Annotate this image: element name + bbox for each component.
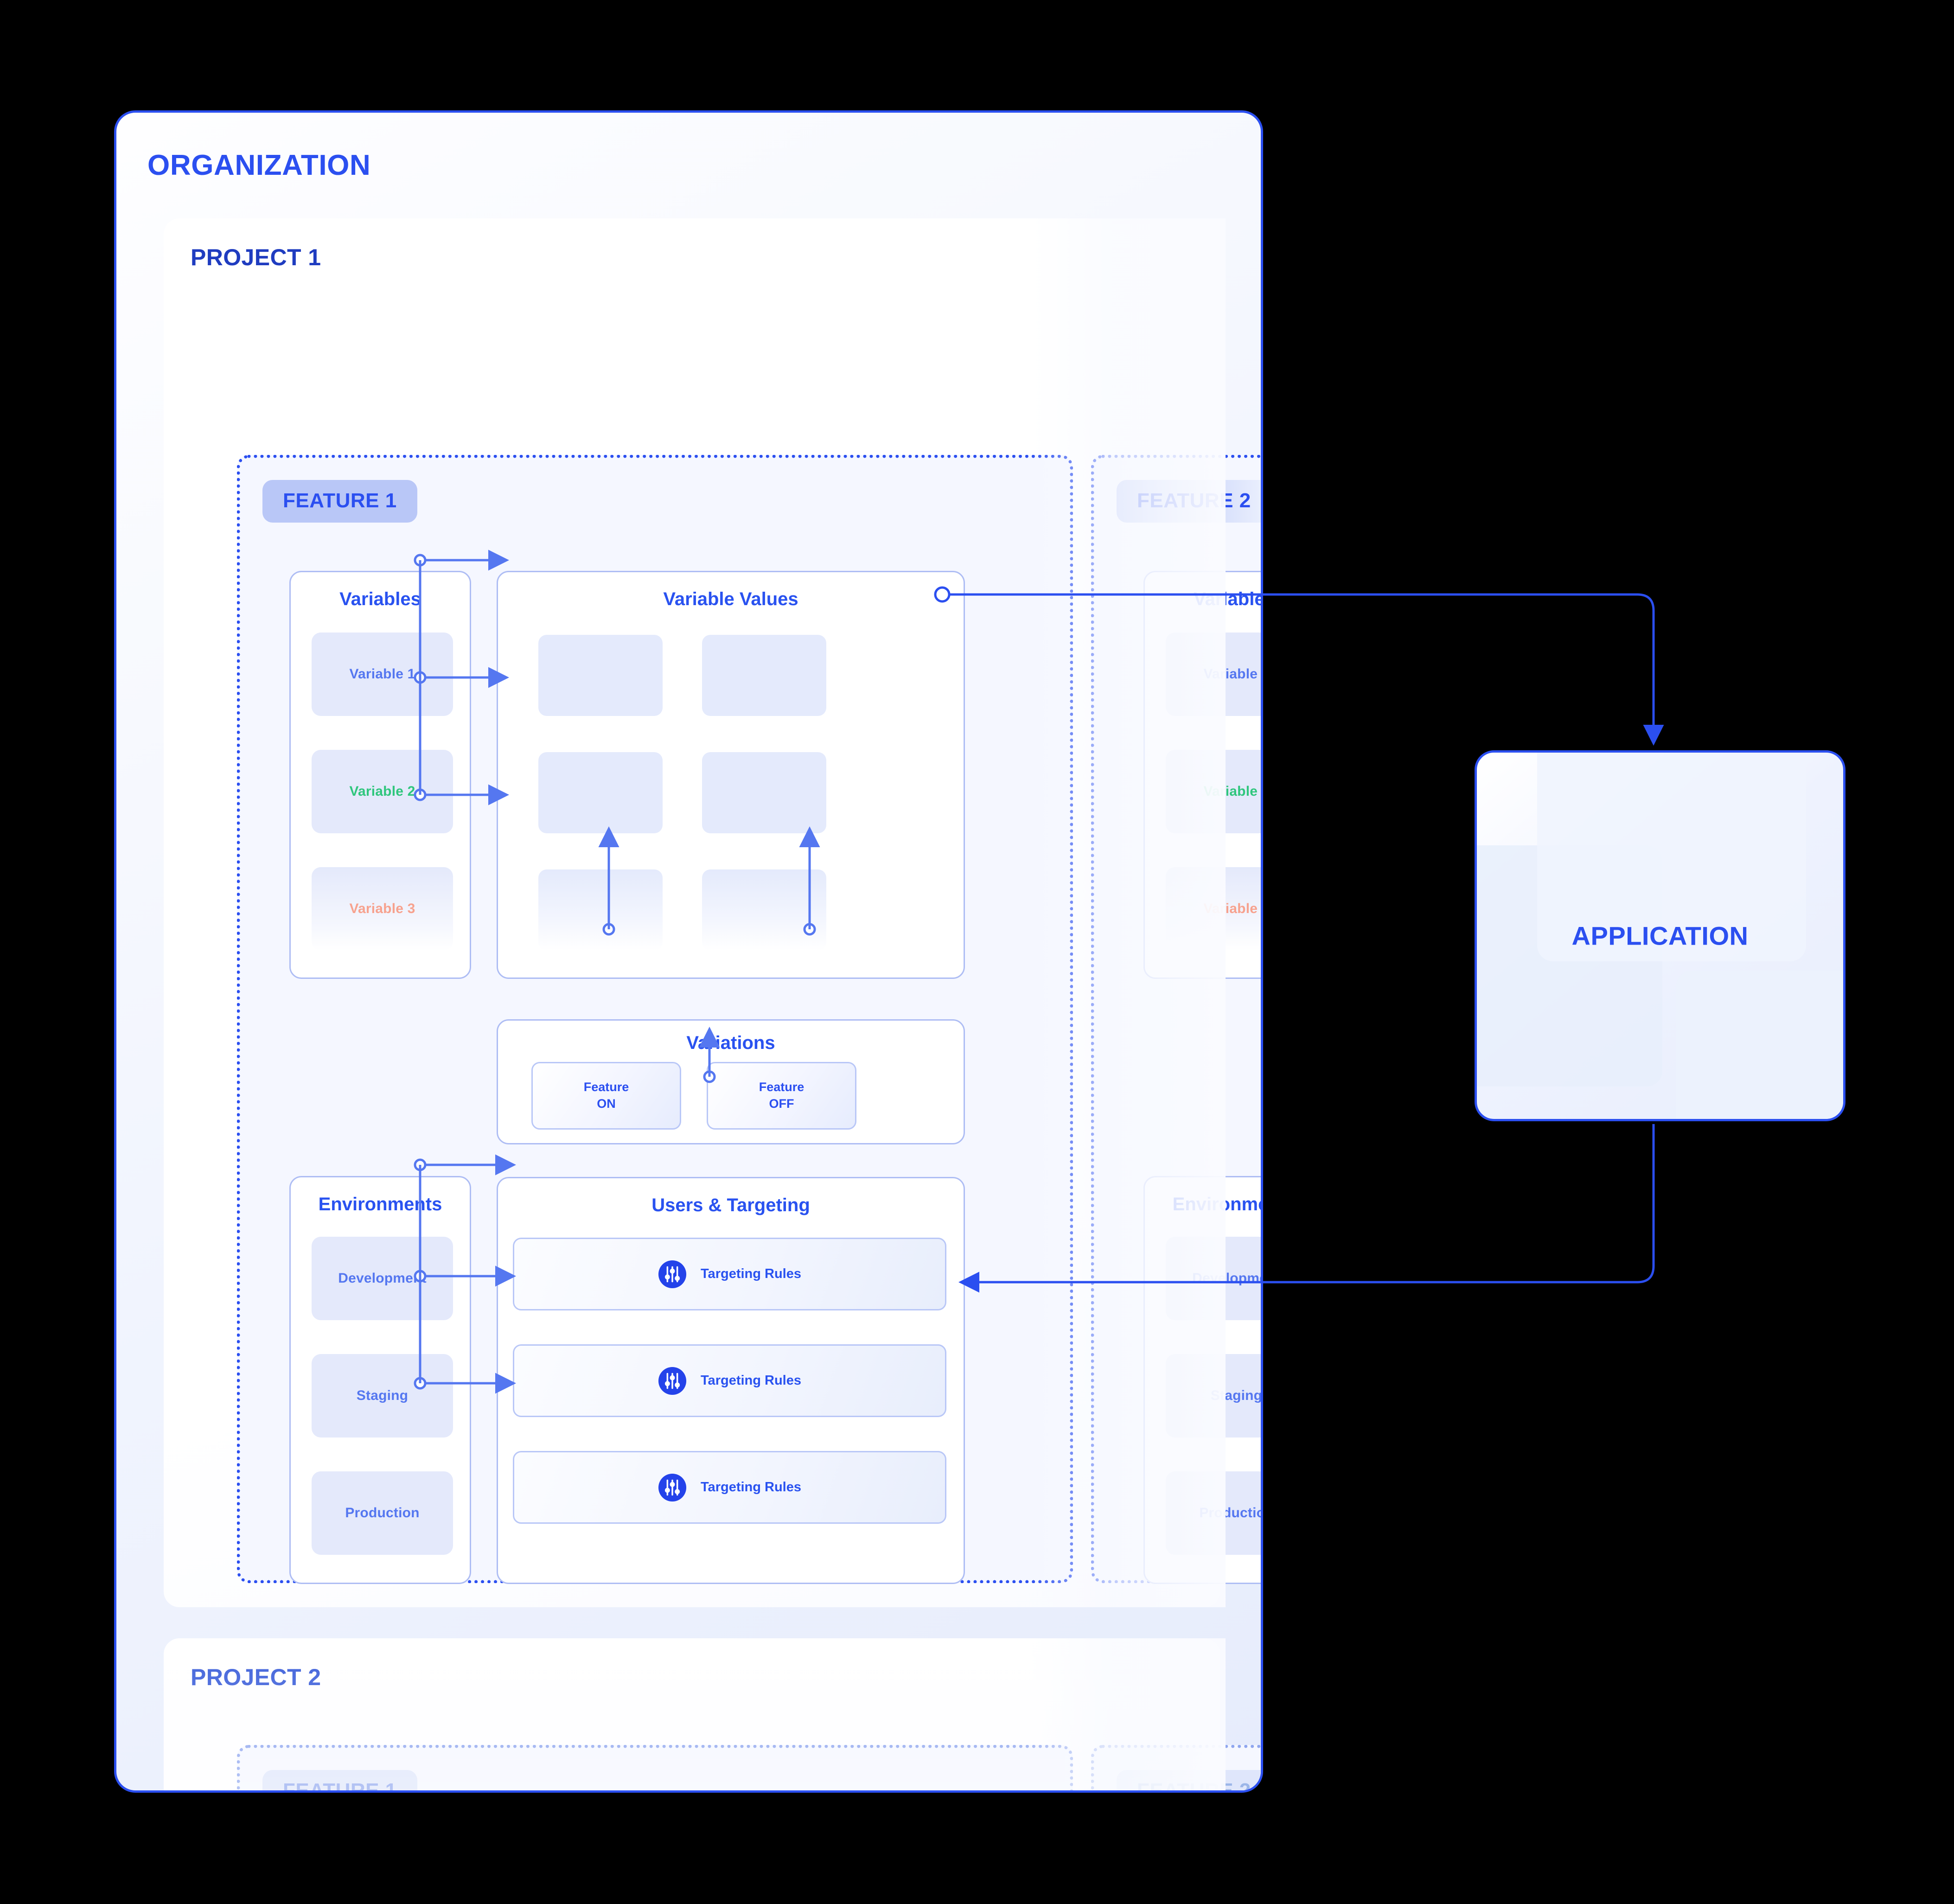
project-2-title: PROJECT 2: [191, 1664, 321, 1690]
project-2-feature-2-container: FEATURE 2: [1091, 1745, 1261, 1790]
environments-panel-title: Environments: [318, 1194, 442, 1214]
variable-chip-3[interactable]: Variable 3: [312, 867, 453, 951]
organization-title: ORGANIZATION: [147, 149, 371, 181]
variation-line-2: OFF: [769, 1097, 794, 1111]
variable-chip-2[interactable]: Variable 2: [1166, 750, 1261, 833]
project-2-feature-1-container: FEATURE 1: [237, 1745, 1073, 1790]
targeting-rules-row[interactable]: Targeting Rules: [513, 1344, 946, 1417]
application-title: APPLICATION: [1571, 921, 1749, 951]
variations-panel: Variations Feature ON Feature OFF: [497, 1019, 965, 1144]
targeting-rules-label: Targeting Rules: [701, 1266, 801, 1281]
variable-chip-1[interactable]: Variable 1: [1166, 633, 1261, 716]
variable-values-panel: Variable Values: [497, 571, 965, 979]
variation-line-1: Feature: [583, 1080, 629, 1094]
environments-panel: Environments Development Staging Product…: [289, 1176, 471, 1584]
variables-panel-title: Variables: [339, 589, 421, 609]
feature-1-container: FEATURE 1 Variables Variable 1 Variable …: [237, 455, 1073, 1584]
equalizer-icon: [658, 1473, 687, 1501]
environment-chip-development[interactable]: Development: [312, 1237, 453, 1320]
targeting-rules-row[interactable]: Targeting Rules: [513, 1451, 946, 1524]
variable-chip-1[interactable]: Variable 1: [312, 633, 453, 716]
project-2-feature-1-badge[interactable]: FEATURE 1: [262, 1770, 417, 1790]
project-1-title: PROJECT 1: [191, 244, 321, 270]
feature-2-badge[interactable]: FEATURE 2: [1117, 480, 1261, 523]
application-card: APPLICATION: [1475, 750, 1845, 1121]
variation-line-2: ON: [597, 1097, 616, 1111]
application-decoration-shape: [1676, 971, 1843, 1119]
variation-card-feature-on[interactable]: Feature ON: [531, 1062, 681, 1130]
application-decoration-shape: [1537, 753, 1806, 961]
variable-value-tile[interactable]: [538, 752, 663, 833]
variables-panel: Variables Variable 1 Variable 2 Variable…: [289, 571, 471, 979]
variable-value-tile[interactable]: [702, 869, 826, 951]
variable-value-tile[interactable]: [538, 635, 663, 716]
environments-panel: Environments Development Staging Product…: [1143, 1176, 1261, 1584]
variable-chip-3[interactable]: Variable 3: [1166, 867, 1261, 951]
environment-chip-staging[interactable]: Staging: [312, 1354, 453, 1438]
environment-chip-production[interactable]: Production: [1166, 1471, 1261, 1555]
variable-values-panel-title: Variable Values: [663, 589, 798, 609]
organization-container: ORGANIZATION PROJECT 1 FEATURE 1 Variabl…: [114, 110, 1263, 1793]
targeting-rules-label: Targeting Rules: [701, 1373, 801, 1388]
variables-panel: Variables Variable 1 Variable 2 Variable…: [1143, 571, 1261, 979]
targeting-rules-row[interactable]: Targeting Rules: [513, 1238, 946, 1310]
variation-card-feature-off[interactable]: Feature OFF: [707, 1062, 856, 1130]
variable-value-tile[interactable]: [538, 869, 663, 951]
variables-panel-title: Variables: [1194, 589, 1261, 609]
environment-chip-development[interactable]: Development: [1166, 1237, 1261, 1320]
feature-2-container: FEATURE 2 Variables Variable 1 Variable …: [1091, 455, 1261, 1584]
variable-chip-2[interactable]: Variable 2: [312, 750, 453, 833]
equalizer-icon: [658, 1260, 687, 1288]
feature-1-badge[interactable]: FEATURE 1: [262, 480, 417, 523]
project-1-card: PROJECT 1 FEATURE 1 Variables Variable 1…: [164, 218, 1261, 1607]
users-targeting-panel: Users & Targeting: [497, 1177, 965, 1584]
environment-chip-production[interactable]: Production: [312, 1471, 453, 1555]
project-2-card: PROJECT 2 FEATURE 1 FEATURE 2: [164, 1638, 1261, 1790]
variations-panel-title: Variations: [686, 1033, 775, 1053]
variable-value-tile[interactable]: [702, 635, 826, 716]
targeting-rules-label: Targeting Rules: [701, 1480, 801, 1495]
environment-chip-staging[interactable]: Staging: [1166, 1354, 1261, 1438]
users-targeting-panel-title: Users & Targeting: [651, 1195, 810, 1215]
equalizer-icon: [658, 1367, 687, 1395]
environments-panel-title: Environments: [1172, 1194, 1261, 1214]
project-2-feature-2-badge[interactable]: FEATURE 2: [1117, 1770, 1261, 1790]
variation-line-1: Feature: [759, 1080, 805, 1094]
variable-value-tile[interactable]: [702, 752, 826, 833]
